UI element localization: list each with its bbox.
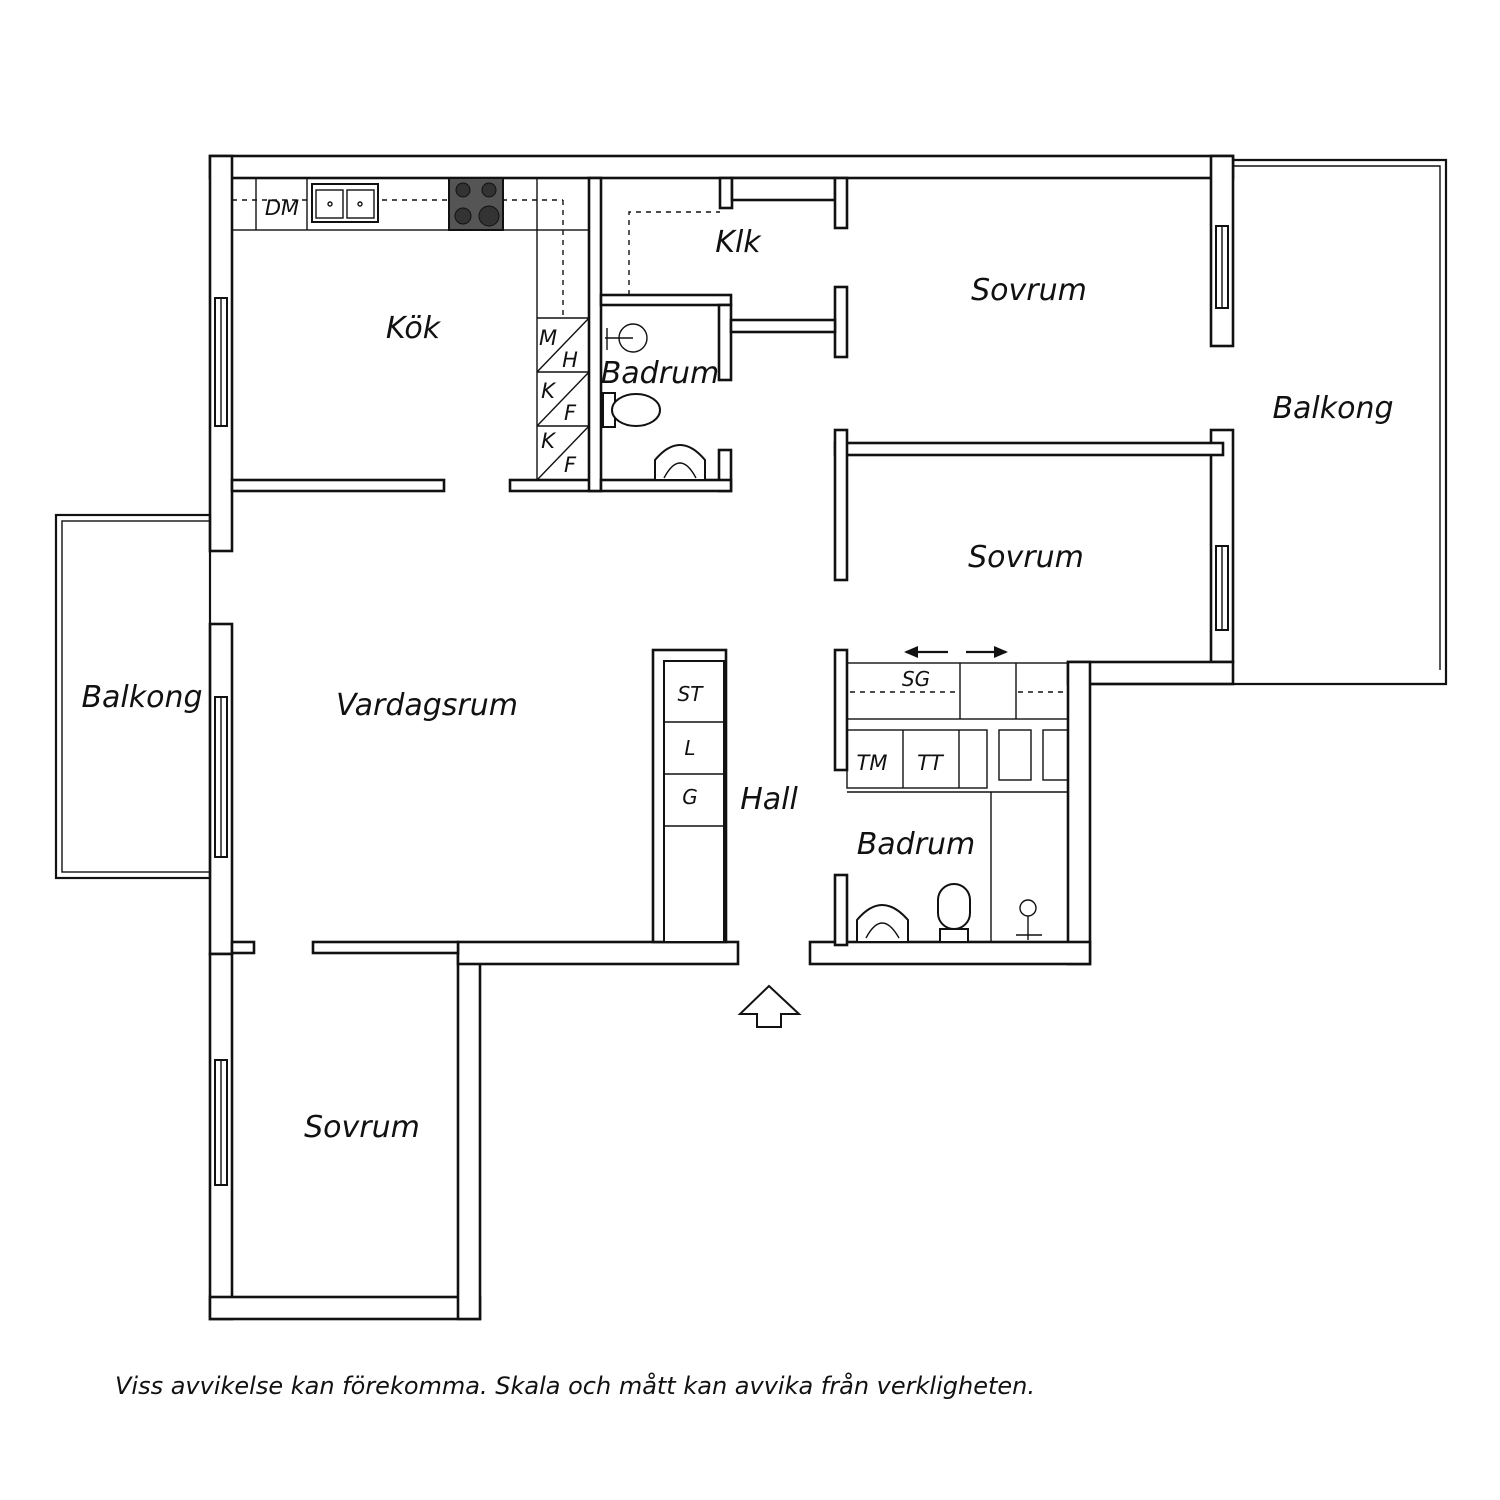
upper-bathroom-fixtures	[602, 323, 706, 481]
room-label-badrum-lower: Badrum	[857, 827, 976, 862]
toilet-icon	[937, 883, 971, 930]
room-label-sovrum-top: Sovrum	[971, 273, 1087, 308]
appliance-label-f: F	[564, 401, 577, 425]
appliance-label-tt: TT	[917, 751, 945, 775]
disclaimer-text: Viss avvikelse kan förekomma. Skala och …	[115, 1372, 1035, 1400]
appliance-label-k: K	[541, 379, 557, 403]
appliance-label-dm: DM	[265, 196, 299, 220]
lower-bathroom-fixtures	[846, 646, 1069, 943]
appliance-label-l: L	[684, 736, 695, 760]
hall-closet	[664, 721, 724, 827]
room-label-kok: Kök	[386, 311, 442, 346]
appliance-label-f: F	[564, 453, 577, 477]
room-label-balkong-left: Balkong	[81, 680, 202, 715]
room-label-hall: Hall	[740, 782, 798, 817]
room-label-balkong-right: Balkong	[1272, 391, 1393, 426]
balconies	[54, 158, 1448, 880]
appliance-label-h: H	[562, 348, 578, 372]
appliance-label-tm: TM	[857, 751, 888, 775]
appliance-label-sg: SG	[902, 667, 930, 691]
appliance-label-m: M	[539, 326, 557, 350]
appliance-label-k: K	[541, 429, 557, 453]
room-label-sovrum-middle: Sovrum	[968, 540, 1084, 575]
shower-icon	[1019, 899, 1037, 917]
appliance-label-g: G	[682, 785, 698, 809]
closet-shelf	[628, 211, 720, 295]
entrance-arrow-icon	[737, 984, 802, 1028]
room-label-sovrum-bottom: Sovrum	[304, 1110, 420, 1145]
appliance-label-st: ST	[678, 682, 705, 706]
room-label-badrum-upper: Badrum	[601, 356, 720, 391]
exterior-walls	[208, 154, 1235, 1321]
room-label-klk: Klk	[715, 225, 762, 260]
interior-walls	[230, 176, 1225, 955]
windows	[214, 225, 1229, 1186]
kitchen-fixtures	[231, 177, 590, 481]
room-label-vardagsrum: Vardagsrum	[336, 688, 518, 723]
